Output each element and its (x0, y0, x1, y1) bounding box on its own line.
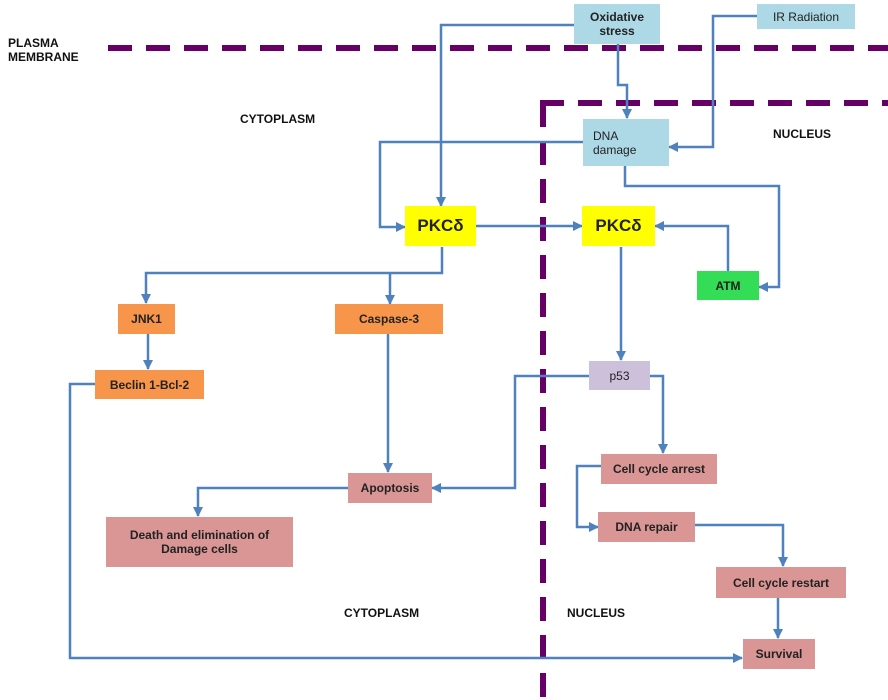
arrow-pkc-to-jnk1 (141, 247, 444, 304)
arrow-dna-to-pkc-cyto (378, 140, 583, 232)
dna-repair-node: DNA repair (598, 512, 695, 542)
apoptosis-node: Apoptosis (348, 473, 432, 503)
pkc-delta-cytoplasm-node: PKCδ (405, 206, 476, 246)
arrow-p53-to-arrest (650, 374, 668, 454)
arrow-p53-to-apoptosis (431, 374, 589, 493)
nucleus-label-bottom: NUCLEUS (567, 606, 626, 620)
pkc-delta-nucleus-node: PKCδ (582, 206, 655, 246)
jnk1-node: JNK1 (118, 304, 175, 334)
oxidative-stress-node: Oxidative stress (574, 4, 660, 44)
cell-cycle-restart-node: Cell cycle restart (716, 567, 846, 598)
atm-node: ATM (697, 271, 759, 300)
arrow-beclin-to-survival (68, 382, 743, 663)
p53-node: p53 (589, 361, 650, 390)
arrow-dna-to-atm (623, 166, 781, 292)
cytoplasm-label-bottom: CYTOPLASM (344, 606, 420, 620)
arrow-oxidative-to-dna (616, 44, 632, 119)
cell-cycle-arrest-node: Cell cycle arrest (601, 454, 717, 484)
ir-radiation-node: IR Radiation (757, 4, 855, 29)
dna-damage-node: DNA damage (583, 119, 669, 166)
beclin-bcl2-node: Beclin 1-Bcl-2 (95, 370, 204, 399)
arrow-ir-to-dna (668, 14, 757, 152)
nucleus-label-top: NUCLEUS (773, 127, 832, 141)
cytoplasm-label-top: CYTOPLASM (240, 112, 316, 126)
death-elimination-node: Death and elimination of Damage cells (106, 517, 293, 567)
arrow-atm-to-pkc (654, 221, 730, 271)
arrow-arrest-to-repair (575, 464, 601, 532)
survival-node: Survival (743, 639, 815, 669)
caspase-3-node: Caspase-3 (335, 304, 443, 334)
arrow-oxidative-to-pkc (436, 23, 574, 207)
plasma-membrane-label: PLASMA MEMBRANE (8, 36, 79, 64)
arrow-apoptosis-to-death (193, 486, 348, 517)
arrow-repair-to-restart (695, 523, 788, 567)
